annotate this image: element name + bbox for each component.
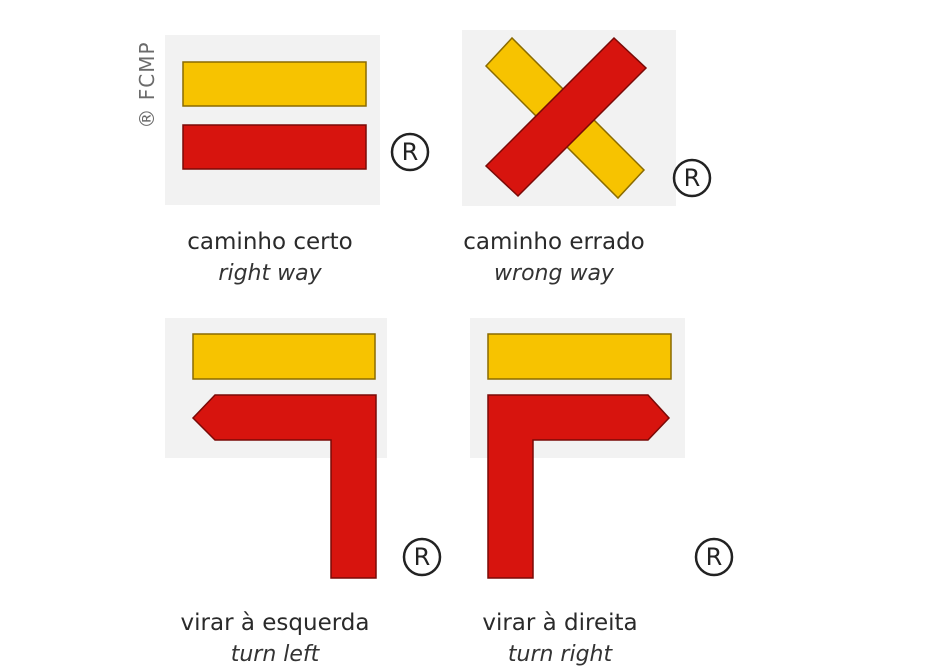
svg-text:R: R <box>684 164 701 192</box>
red-stripe <box>182 124 367 170</box>
red-diagonal-stripe <box>484 36 648 198</box>
turn-left-caption: virar à esquerda turn left <box>150 607 400 671</box>
yellow-stripe <box>192 333 376 380</box>
yellow-stripe <box>182 61 367 107</box>
svg-text:R: R <box>706 543 723 571</box>
svg-text:R: R <box>414 543 431 571</box>
caption-en: turn right <box>507 642 613 667</box>
red-left-arrow-stripe <box>191 394 377 579</box>
caption-pt: caminho certo <box>187 229 353 255</box>
caption-en: wrong way <box>494 261 614 286</box>
turn-right-caption: virar à direita turn right <box>440 607 680 671</box>
right-way-sign <box>165 35 380 205</box>
turn-left-sign <box>165 318 387 579</box>
caption-en: turn left <box>230 642 320 667</box>
yellow-stripe <box>487 333 672 380</box>
copyright-note: ® FCMP <box>135 41 159 129</box>
caption-pt: caminho errado <box>463 229 645 255</box>
caption-pt: virar à direita <box>482 610 638 636</box>
wrong-way-caption: caminho errado wrong way <box>434 226 674 290</box>
registered-mark-icon: R <box>672 158 712 198</box>
caption-pt: virar à esquerda <box>180 610 370 636</box>
sign-panel <box>165 35 380 205</box>
caption-en: right way <box>218 261 322 286</box>
registered-mark-icon: R <box>402 537 442 577</box>
registered-mark-icon: R <box>390 132 430 172</box>
wrong-way-sign <box>462 30 676 206</box>
svg-text:R: R <box>402 138 419 166</box>
turn-right-sign <box>470 318 685 579</box>
right-way-caption: caminho certo right way <box>150 226 390 290</box>
red-right-arrow-stripe <box>487 394 671 579</box>
registered-mark-icon: R <box>694 537 734 577</box>
